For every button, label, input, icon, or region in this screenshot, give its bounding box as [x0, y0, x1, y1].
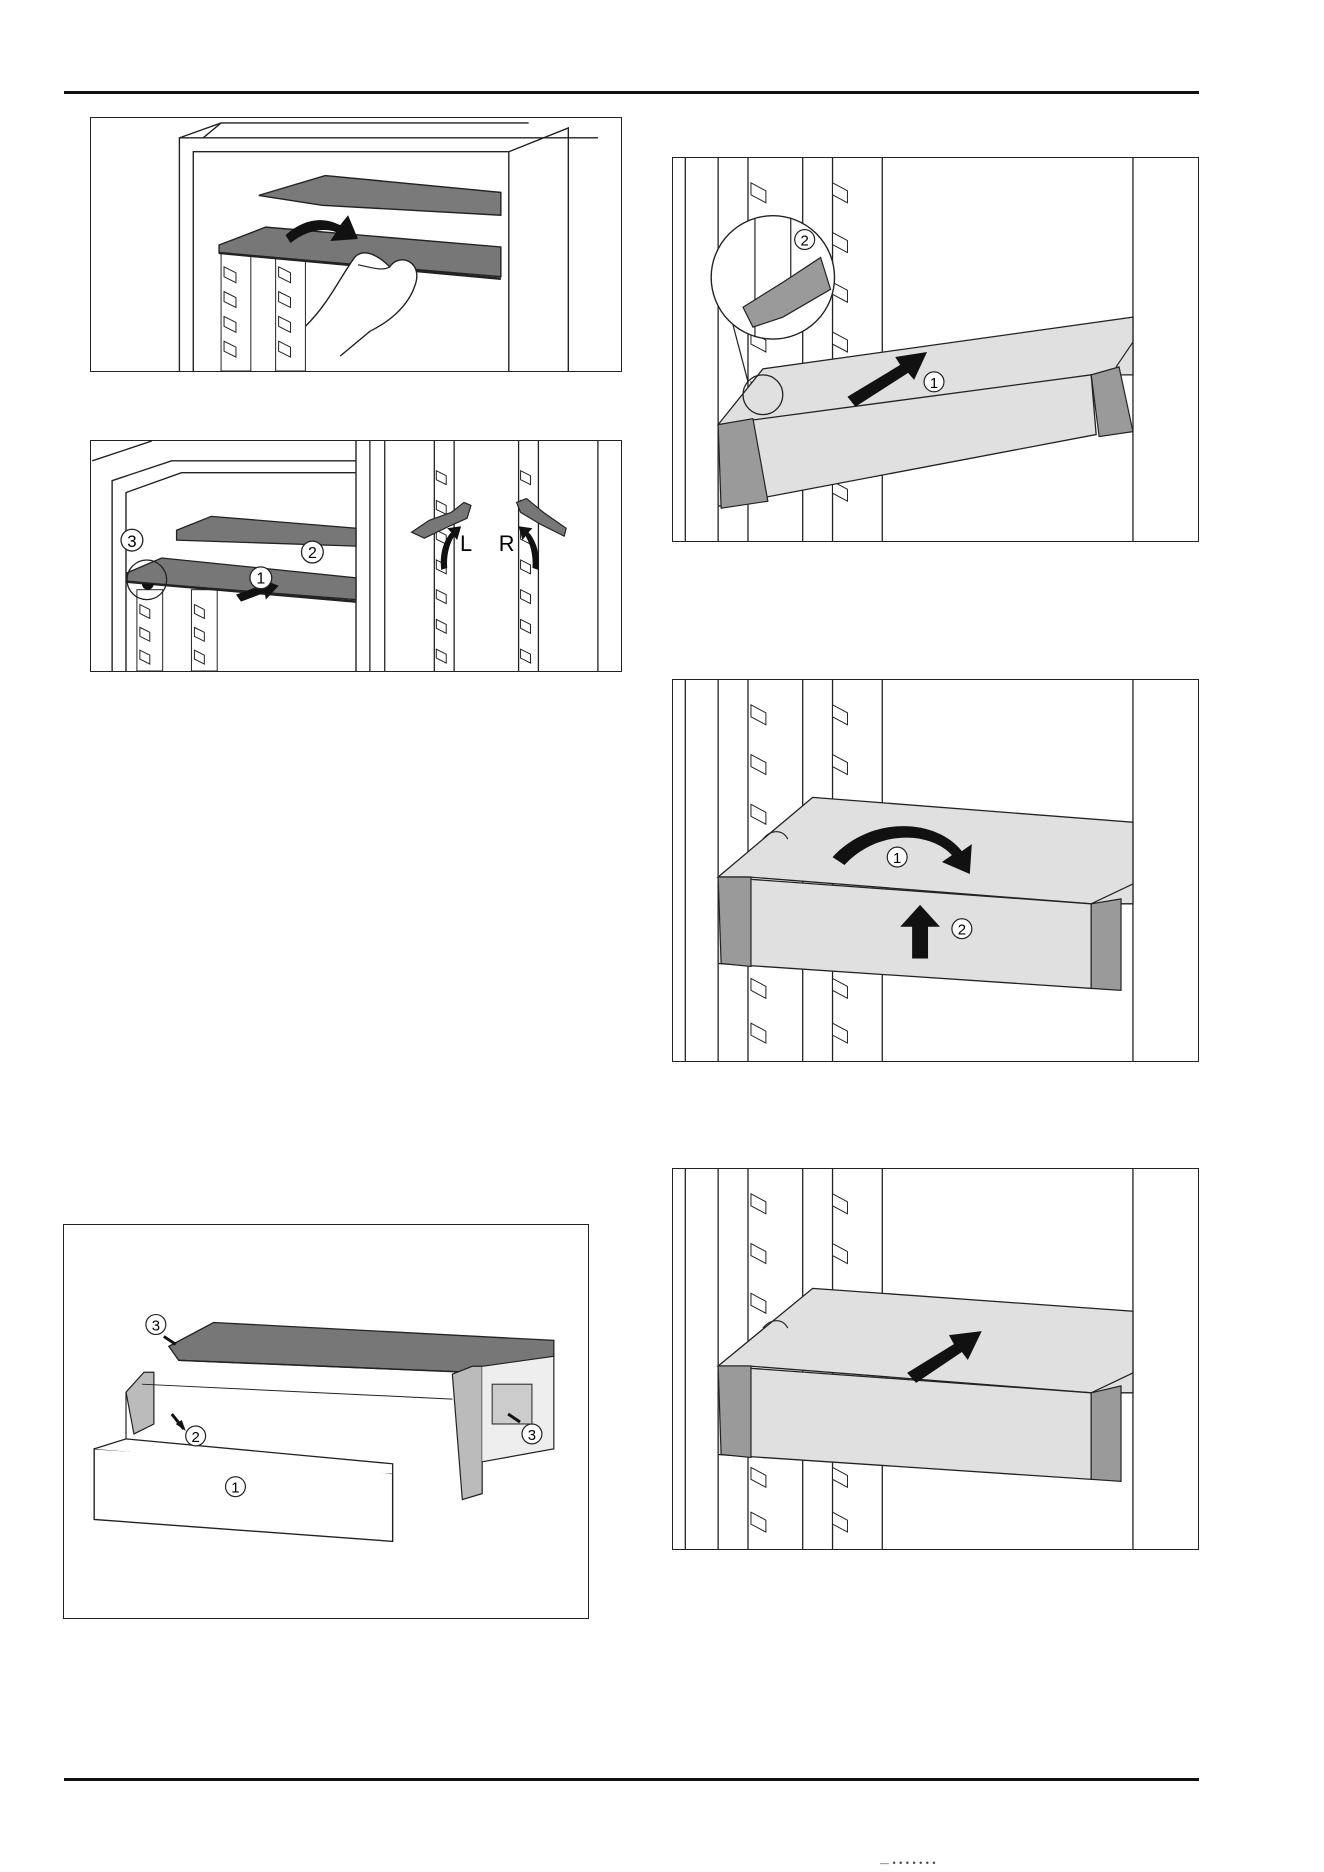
- top-rule: [64, 91, 1199, 94]
- tilt-insert-labels: 2 1: [673, 158, 1198, 541]
- bottom-rule: [64, 1778, 1199, 1781]
- callout-3-top: 3: [152, 1317, 160, 1334]
- shelf-remove-labels: 3 2 1 L R: [91, 441, 621, 671]
- rotate-insert-labels: 1 2: [673, 680, 1198, 1061]
- figure-push-in: [672, 1168, 1199, 1550]
- upper-shelf: [259, 176, 501, 216]
- figure-shelf-remove: 3 2 1 L R: [90, 440, 622, 672]
- figure-drawer: 3 2 3 1: [63, 1224, 589, 1619]
- right-end-cap: [1091, 1386, 1121, 1481]
- figure-rotate-insert: 1 2: [672, 679, 1199, 1062]
- figure-shelf-slide: [90, 117, 622, 372]
- callout-2: 2: [801, 233, 809, 250]
- figure-tilt-insert: 2 1: [672, 157, 1199, 542]
- push-in-illustration: [673, 1169, 1198, 1549]
- footer-text: — • • • • • • •: [880, 1858, 936, 1868]
- callout-1: 1: [231, 1480, 239, 1497]
- callout-1: 1: [893, 850, 901, 867]
- side-label-l: L: [460, 531, 472, 556]
- drawer-labels: 3 2 3 1: [64, 1225, 588, 1618]
- callout-2: 2: [308, 545, 317, 562]
- callout-3: 3: [127, 532, 136, 551]
- callout-3-right: 3: [528, 1427, 536, 1444]
- side-label-r: R: [499, 531, 515, 556]
- callout-2: 2: [192, 1429, 200, 1446]
- shelf-slide-illustration: [91, 118, 621, 371]
- callout-1: 1: [930, 375, 938, 392]
- callout-1: 1: [256, 571, 265, 588]
- callout-2: 2: [958, 922, 966, 939]
- left-end-cap: [718, 1366, 751, 1458]
- hand: [305, 253, 416, 356]
